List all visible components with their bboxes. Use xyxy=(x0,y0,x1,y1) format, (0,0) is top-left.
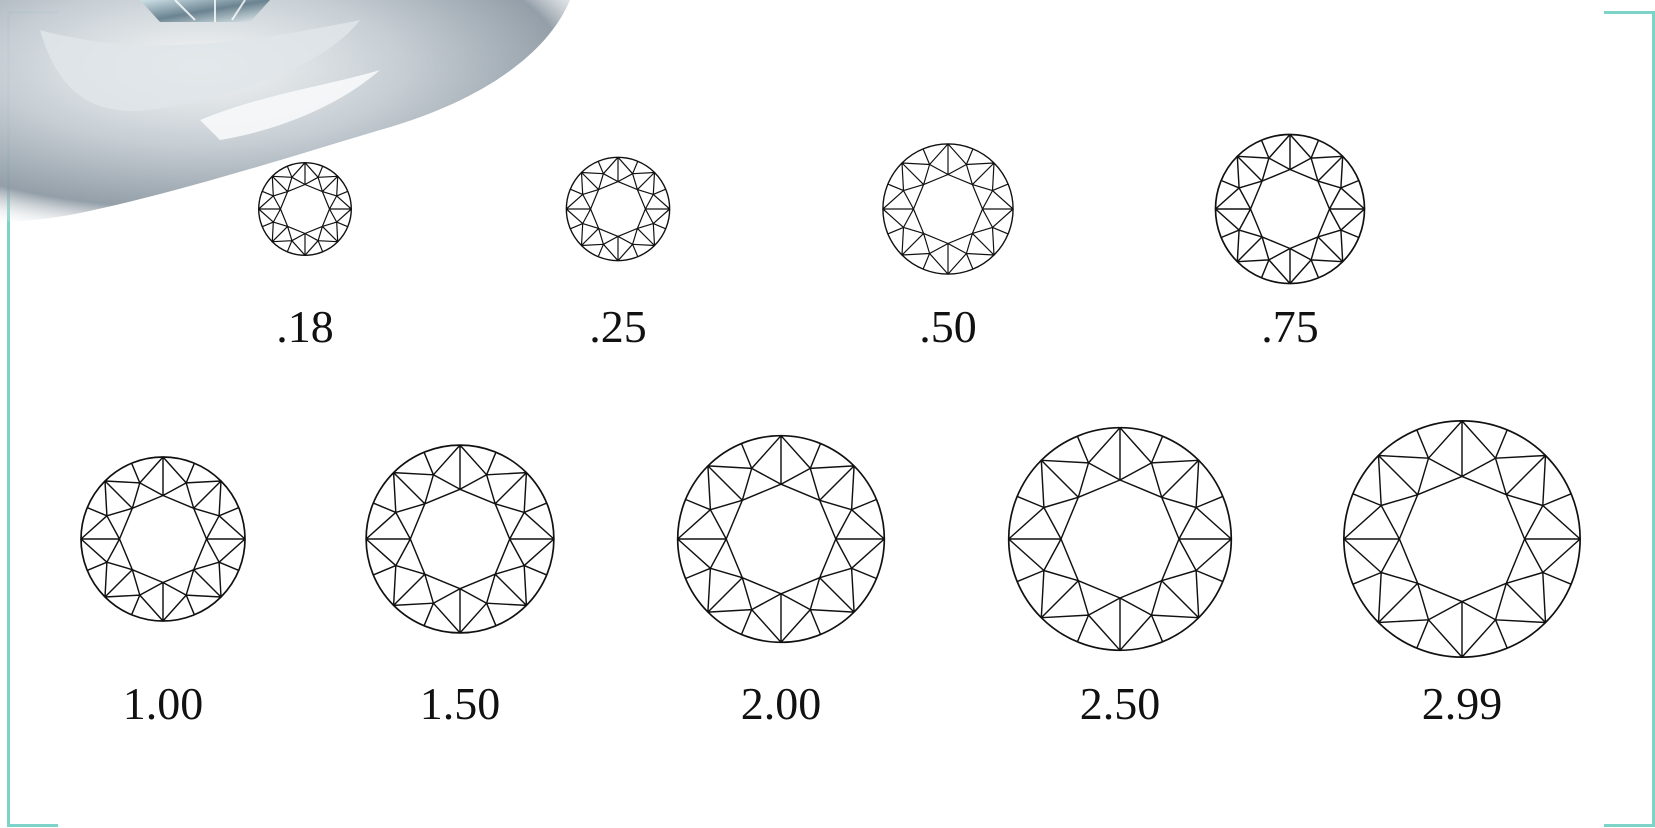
facet-lines xyxy=(1216,135,1365,284)
carat-label: 1.50 xyxy=(420,678,501,729)
carat-label: .18 xyxy=(276,301,334,352)
stones-layer xyxy=(81,134,1580,657)
diamond-outline xyxy=(81,457,245,621)
labels-layer: .18 .25 .50 .75 1.00 1.50 2.00 2.50 2.99 xyxy=(123,301,1503,729)
facet-lines xyxy=(81,457,245,621)
carat-label: .25 xyxy=(589,301,647,352)
carat-label: 1.00 xyxy=(123,678,204,729)
diamond-outline xyxy=(259,163,352,256)
diamond-outline xyxy=(566,157,669,260)
diamond-outline xyxy=(1215,134,1364,283)
carat-label: 2.99 xyxy=(1422,678,1503,729)
diamond-outline xyxy=(366,445,554,633)
facet-lines xyxy=(566,157,669,260)
facet-lines xyxy=(1009,428,1232,651)
facet-lines xyxy=(883,144,1013,274)
diamond-outline xyxy=(1344,421,1580,657)
carat-label: .50 xyxy=(919,301,977,352)
facet-lines xyxy=(1344,421,1580,657)
diamond-outline xyxy=(678,436,885,643)
diamond-outline xyxy=(883,144,1013,274)
facet-lines xyxy=(259,163,352,256)
carat-label: 2.00 xyxy=(741,678,822,729)
diamond-outline xyxy=(1009,428,1232,651)
carat-label: 2.50 xyxy=(1080,678,1161,729)
carat-label: .75 xyxy=(1261,301,1319,352)
facet-lines xyxy=(678,436,885,643)
facet-lines xyxy=(366,445,554,633)
